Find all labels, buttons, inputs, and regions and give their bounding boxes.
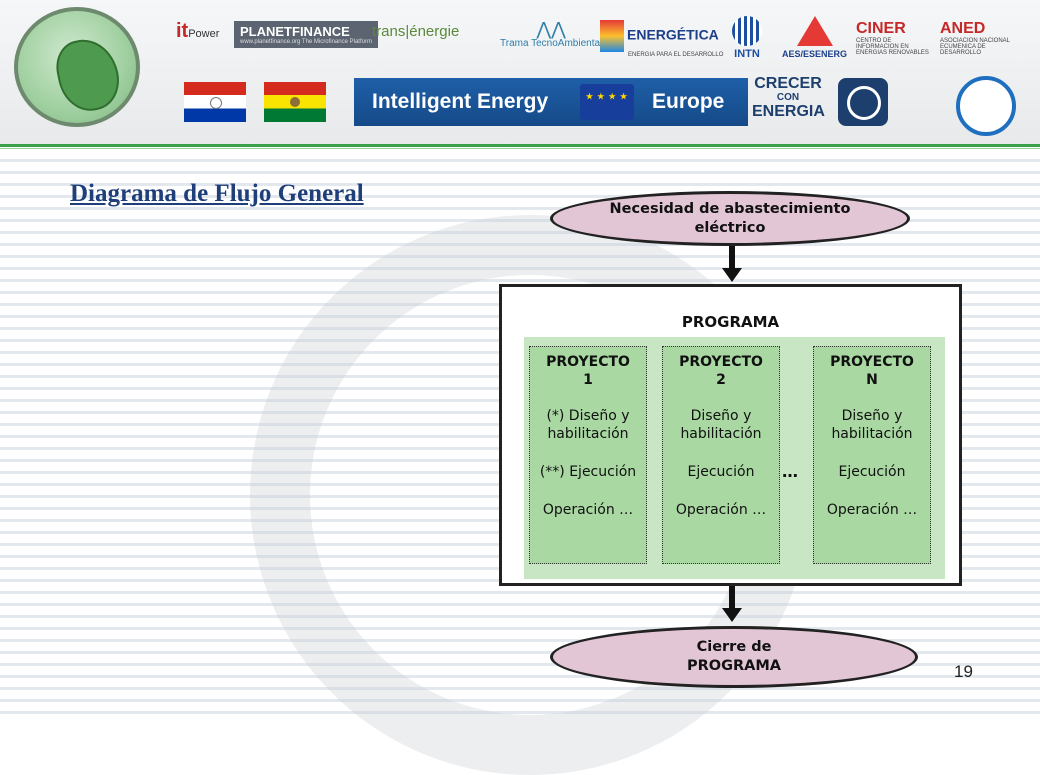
project-n-ejecucion: Ejecución — [838, 464, 906, 480]
start-node-line1: Necesidad de abastecimiento — [609, 200, 851, 217]
program-label: PROGRAMA — [681, 313, 780, 331]
logo-ciner-sub: CENTRO DE INFORMACION EN ENERGIAS RENOVA… — [856, 38, 929, 56]
logo-trama-text: Trama TecnoAmbiental — [500, 38, 603, 49]
banner-right-text: Europe — [652, 90, 725, 113]
aes-icon — [796, 16, 833, 46]
logo-planetfinance-text: PLANETFINANCE — [240, 24, 350, 39]
crecer-line2: CON — [776, 92, 800, 103]
logo-intn-text: INTN — [734, 48, 760, 60]
project-1-habilitacion: habilitación — [547, 426, 629, 442]
project-2-operacion: Operación … — [675, 502, 767, 518]
trama-icon: ⋀⋀ — [536, 19, 566, 39]
logo-transenergie: trans|énergie — [372, 23, 460, 40]
logo-planetfinance-sub: www.planetfinance.org The Microfinance P… — [240, 39, 372, 45]
eu-flag-icon — [580, 84, 634, 120]
logo-crecer: CRECER CON ENERGIA — [752, 75, 825, 128]
header-rule-light — [0, 148, 1040, 149]
logo-intn: INTN — [732, 16, 762, 60]
crecer-line1: CRECER — [754, 75, 822, 92]
crecer-globe-icon — [838, 78, 888, 126]
end-node: Cierre de PROGRAMA — [550, 626, 918, 688]
project-2-design: Diseño y — [690, 408, 752, 424]
logo-itpower-text: Power — [188, 28, 220, 40]
banner-left-text: Intelligent Energy — [372, 90, 549, 113]
projects-ellipsis: … — [782, 462, 798, 481]
logo-ciner-text: CINER — [856, 20, 906, 37]
flag-paraguay-icon — [184, 82, 246, 122]
intn-icon — [732, 16, 762, 46]
project-2-ejecucion: Ejecución — [687, 464, 755, 480]
project-n-operacion: Operación … — [826, 502, 918, 518]
logo-aned-text: ANED — [940, 20, 986, 37]
crecer-line3: ENERGIA — [752, 103, 825, 120]
map-logo-icon — [14, 7, 140, 127]
start-node: Necesidad de abastecimiento eléctrico — [550, 191, 910, 246]
logo-aned-sub: ASOCIACION NACIONAL ECUMENICA DE DESARRO… — [940, 38, 1010, 56]
project-n-design: Diseño y — [841, 408, 903, 424]
logo-itpower-mark: it — [176, 20, 189, 42]
logo-energetica-text: ENERGÉTICA — [627, 26, 719, 43]
map-shape — [51, 33, 125, 117]
slide-title: Diagrama de Flujo General — [70, 180, 364, 207]
intelligent-energy-banner: Intelligent Energy Europe — [354, 78, 748, 126]
energetica-icon — [600, 20, 624, 52]
project-n-habilitacion: habilitación — [831, 426, 913, 442]
project-1-operacion: Operación … — [542, 502, 634, 518]
logo-itpower: itPower — [176, 20, 219, 43]
logo-aes: AES/ESENERG — [782, 16, 847, 59]
arrow-down-icon — [722, 246, 742, 282]
start-node-line2: eléctrico — [694, 219, 766, 236]
logo-aes-text: AES/ESENERG — [782, 49, 848, 59]
logo-energetica: ENERGÉTICA ENERGIA PARA EL DESARROLLO — [600, 20, 723, 58]
logo-energetica-sub: ENERGIA PARA EL DESARROLLO — [628, 52, 724, 58]
end-node-line2: PROGRAMA — [686, 658, 782, 674]
end-node-line1: Cierre de — [696, 639, 772, 655]
arrow-down-icon — [722, 586, 742, 622]
project-1-ejecucion: (**) Ejecución — [539, 464, 637, 480]
flag-bolivia-icon — [264, 82, 326, 122]
project-2-habilitacion: habilitación — [680, 426, 762, 442]
logo-trama: ⋀⋀Trama TecnoAmbiental — [500, 20, 602, 49]
ring-icon — [956, 76, 1016, 136]
project-1-design: (*) Diseño y — [546, 408, 630, 424]
header-rule — [0, 144, 1040, 147]
page-number: 19 — [954, 662, 973, 681]
